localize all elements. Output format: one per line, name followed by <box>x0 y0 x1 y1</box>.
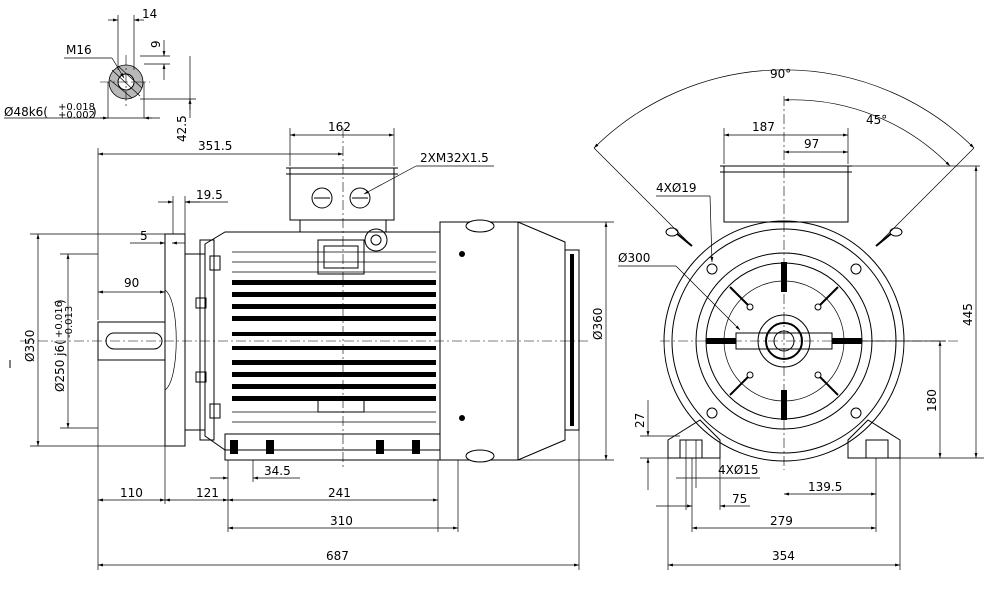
dim-162: 162 <box>328 120 351 134</box>
dim-139-5: 139.5 <box>808 480 842 494</box>
dim-27: 27 <box>633 413 647 428</box>
dim-350: Ø350 <box>23 330 37 362</box>
dim-shaft-paren: ) <box>92 105 97 119</box>
dim-110: 110 <box>120 486 143 500</box>
dim-279: 279 <box>770 514 793 528</box>
dim-shaft-tol-up: +0.018 <box>58 102 95 113</box>
terminal-box <box>289 167 395 221</box>
dim-241: 241 <box>328 486 351 500</box>
end-view: 90° 45° 187 97 4XØ19 Ø300 445 180 27 <box>593 67 984 570</box>
dim-187: 187 <box>752 120 775 134</box>
dim-shaft-dia: Ø48k6( <box>4 105 48 119</box>
dim-300: Ø300 <box>618 251 650 265</box>
angle-45: 45° <box>866 113 887 127</box>
dim-9: 9 <box>149 40 163 48</box>
dim-holes-19: 4XØ19 <box>656 181 697 195</box>
dim-354: 354 <box>772 549 795 563</box>
shaft-detail: 14 M16 9 42.5 Ø48k6( +0.018 +0.002 ) <box>4 7 196 142</box>
dim-spigot: Ø250 j6( <box>53 340 67 392</box>
dim-121: 121 <box>196 486 219 500</box>
dim-19-5: 19.5 <box>196 188 223 202</box>
dim-spigot-tol-up: +0.016 <box>54 301 65 338</box>
dim-42-5: 42.5 <box>175 115 189 142</box>
dim-shaft-tol-dn: +0.002 <box>58 110 95 121</box>
dim-687: 687 <box>326 549 349 563</box>
dim-180: 180 <box>925 389 939 412</box>
dim-spigot-tol-dn: -0.013 <box>64 306 75 338</box>
dim-cable-glands: 2XM32X1.5 <box>420 151 489 165</box>
dim-14: 14 <box>142 7 157 21</box>
dim-75: 75 <box>732 492 747 506</box>
fan-spokes <box>706 262 862 420</box>
angle-90: 90° <box>770 67 791 81</box>
end-feet <box>667 419 721 459</box>
dim-90: 90 <box>124 276 139 290</box>
dim-holes-15: 4XØ15 <box>718 463 759 477</box>
dim-34-5: 34.5 <box>264 464 291 478</box>
dim-351-5: 351.5 <box>198 139 232 153</box>
side-view: 162 351.5 2XM32X1.5 19.5 5 90 Ø350 Ø2 <box>9 120 614 570</box>
dim-97: 97 <box>804 137 819 151</box>
terminal-box-end <box>723 165 849 223</box>
dim-360: Ø360 <box>591 308 605 340</box>
dim-310: 310 <box>330 514 353 528</box>
motor-foot <box>224 433 441 461</box>
flange-plate <box>164 233 186 447</box>
dim-m16: M16 <box>66 43 92 57</box>
cooling-fins <box>232 251 436 423</box>
dim-445: 445 <box>961 303 975 326</box>
dim-5: 5 <box>140 229 148 243</box>
dim-spigot-paren: ) <box>53 299 67 304</box>
